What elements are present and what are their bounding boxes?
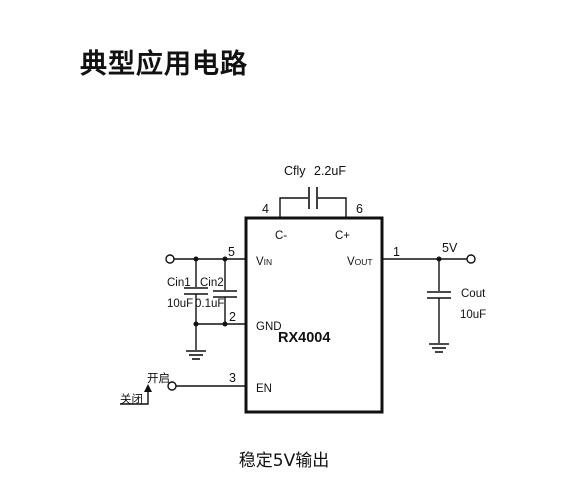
cin2-value: 0.1uF bbox=[195, 298, 224, 310]
switch-off-label: 关闭 bbox=[120, 392, 143, 406]
cout-name: Cout bbox=[461, 288, 486, 300]
pin-1-number: 1 bbox=[393, 245, 400, 259]
pin-c-minus-label: C- bbox=[275, 230, 287, 242]
cin1-value: 10uF bbox=[167, 298, 193, 310]
vout-terminal bbox=[466, 254, 476, 264]
pin-vout-label: VOUT bbox=[347, 256, 373, 268]
cin2-name: Cin2 bbox=[200, 277, 224, 289]
diagram-caption: 稳定5V输出 bbox=[238, 451, 330, 471]
en-terminal bbox=[167, 381, 177, 391]
pin-5-number: 5 bbox=[228, 245, 235, 259]
cin1-name: Cin1 bbox=[167, 277, 191, 289]
output-network bbox=[382, 254, 476, 343]
pin-6-number: 6 bbox=[356, 202, 363, 216]
ic-body bbox=[244, 216, 384, 414]
pin-4-number: 4 bbox=[262, 202, 269, 216]
ground-symbol-input bbox=[186, 350, 206, 360]
enable-switch bbox=[120, 381, 246, 405]
ic-part-number: RX4004 bbox=[278, 330, 330, 346]
cfly-value: 2.2uF bbox=[314, 164, 346, 178]
pin-gnd-label: GND bbox=[256, 321, 282, 333]
switch-arrow-icon bbox=[144, 384, 152, 392]
switch-on-label: 开启 bbox=[147, 372, 170, 385]
pin-en-label: EN bbox=[256, 383, 272, 395]
ground-symbol-output bbox=[429, 343, 449, 353]
pin-3-number: 3 bbox=[229, 371, 236, 385]
cout-value: 10uF bbox=[460, 309, 486, 321]
page-title: 典型应用电路 bbox=[80, 49, 248, 80]
cfly-capacitor bbox=[279, 187, 347, 218]
input-network bbox=[165, 254, 246, 350]
pin-vin-label: VIN bbox=[256, 256, 272, 268]
output-voltage-label: 5V bbox=[442, 241, 458, 255]
vin-terminal bbox=[165, 254, 175, 264]
pin-c-plus-label: C+ bbox=[335, 230, 350, 242]
pin-2-number: 2 bbox=[229, 310, 236, 324]
cfly-name: Cfly bbox=[284, 164, 306, 178]
